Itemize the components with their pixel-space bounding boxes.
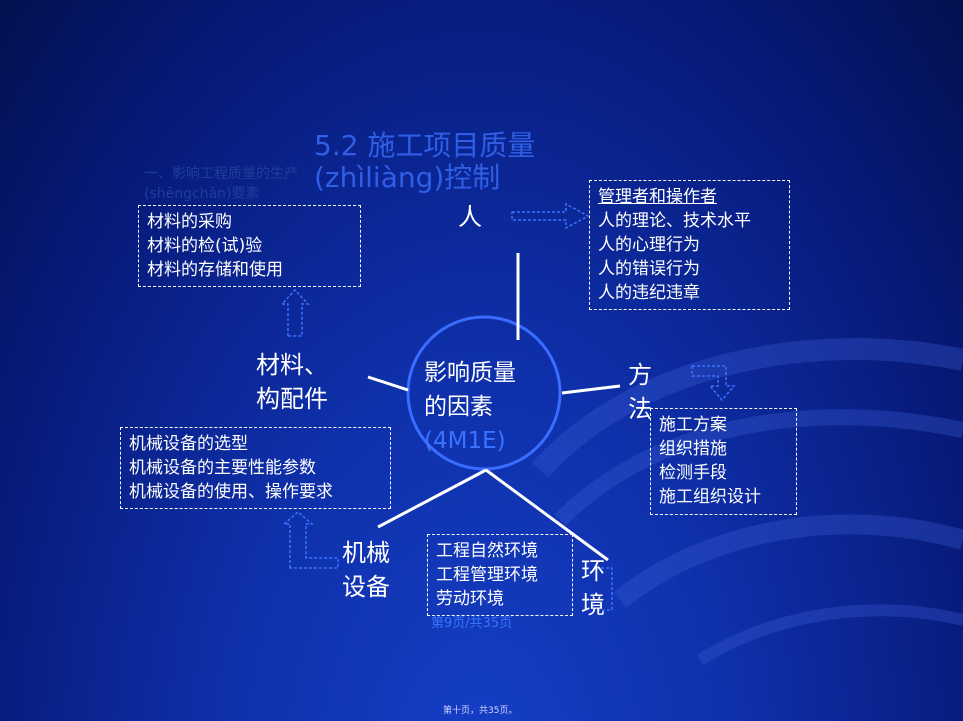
line-to-machine <box>377 468 487 529</box>
line-to-material <box>367 375 409 392</box>
node-person: 人 <box>458 203 482 231</box>
box-method-item: 施工方案 <box>659 415 727 435</box>
box-method-item: 施工组织设计 <box>659 487 761 507</box>
box-person-item: 人的理论、技术水平 <box>598 211 751 231</box>
line-to-environment <box>485 468 609 562</box>
node-center-code: (4M1E) <box>424 428 506 454</box>
box-person-item: 人的错误行为 <box>598 259 700 279</box>
node-material-line1: 材料、 <box>256 351 328 379</box>
node-environment-line1: 环 <box>581 557 605 585</box>
box-machine-item: 机械设备的选型 <box>129 434 248 454</box>
bracket-icon <box>596 567 613 611</box>
box-method: 施工方案 组织措施 检测手段 施工组织设计 <box>650 408 797 515</box>
node-center-line2: 的因素 <box>424 394 493 420</box>
node-environment: 环 境 <box>581 554 605 622</box>
box-machine-item: 机械设备的使用、操作要求 <box>129 482 333 502</box>
node-method-line1: 方 <box>628 361 652 389</box>
section-subtitle: 一、影响工程质量的生产 (shēngchǎn)要素 <box>144 164 298 204</box>
page-label: 第9页/共35页 <box>431 616 513 631</box>
box-person-item: 人的违纪违章 <box>598 283 700 303</box>
line-to-method <box>561 384 621 395</box>
box-material: 材料的采购 材料的检(试)验 材料的存储和使用 <box>138 205 361 287</box>
box-material-item: 材料的检(试)验 <box>147 236 263 256</box>
node-method-line2: 法 <box>628 395 652 423</box>
arrow-up-bent-icon <box>281 511 339 569</box>
box-machine-item: 机械设备的主要性能参数 <box>129 458 316 478</box>
box-material-item: 材料的存储和使用 <box>147 260 283 280</box>
box-environment: 工程自然环境 工程管理环境 劳动环境 <box>427 534 573 616</box>
box-material-item: 材料的采购 <box>147 212 232 232</box>
node-material: 材料、 构配件 <box>256 348 328 416</box>
connector-lines <box>367 253 621 562</box>
box-method-item: 检测手段 <box>659 463 727 483</box>
slide-title-line1: 5.2 施工项目质量 <box>314 129 536 162</box>
section-subtitle-line2: (shēngchǎn)要素 <box>144 186 260 202</box>
arrow-up-icon <box>280 288 310 337</box>
node-material-line2: 构配件 <box>256 385 328 413</box>
box-person: 管理者和操作者 人的理论、技术水平 人的心理行为 人的错误行为 人的违纪违章 <box>589 180 790 310</box>
slide-title-line2: (zhìliàng)控制 <box>314 161 501 194</box>
section-subtitle-line1: 一、影响工程质量的生产 <box>144 166 298 182</box>
node-machine: 机械 设备 <box>342 536 390 604</box>
arrow-right-icon <box>511 202 590 230</box>
footer-text: 第十页，共35页。 <box>443 706 518 716</box>
node-center: 影响质量 的因素 (4M1E) <box>424 356 516 458</box>
node-method: 方 法 <box>628 358 652 426</box>
box-environment-item: 工程管理环境 <box>436 565 538 585</box>
box-machine: 机械设备的选型 机械设备的主要性能参数 机械设备的使用、操作要求 <box>120 427 391 509</box>
slide-title: 5.2 施工项目质量 (zhìliàng)控制 <box>314 130 535 194</box>
background-swirl <box>531 338 963 666</box>
box-environment-item: 劳动环境 <box>436 589 504 609</box>
node-center-line1: 影响质量 <box>424 360 516 386</box>
node-machine-line1: 机械 <box>342 539 390 567</box>
box-method-item: 组织措施 <box>659 439 727 459</box>
box-person-header: 管理者和操作者 <box>598 187 717 207</box>
box-person-item: 人的心理行为 <box>598 235 700 255</box>
node-machine-line2: 设备 <box>342 573 390 601</box>
arrows <box>280 202 736 611</box>
center-circle <box>406 315 562 471</box>
box-environment-item: 工程自然环境 <box>436 541 538 561</box>
node-environment-line2: 境 <box>581 591 605 619</box>
